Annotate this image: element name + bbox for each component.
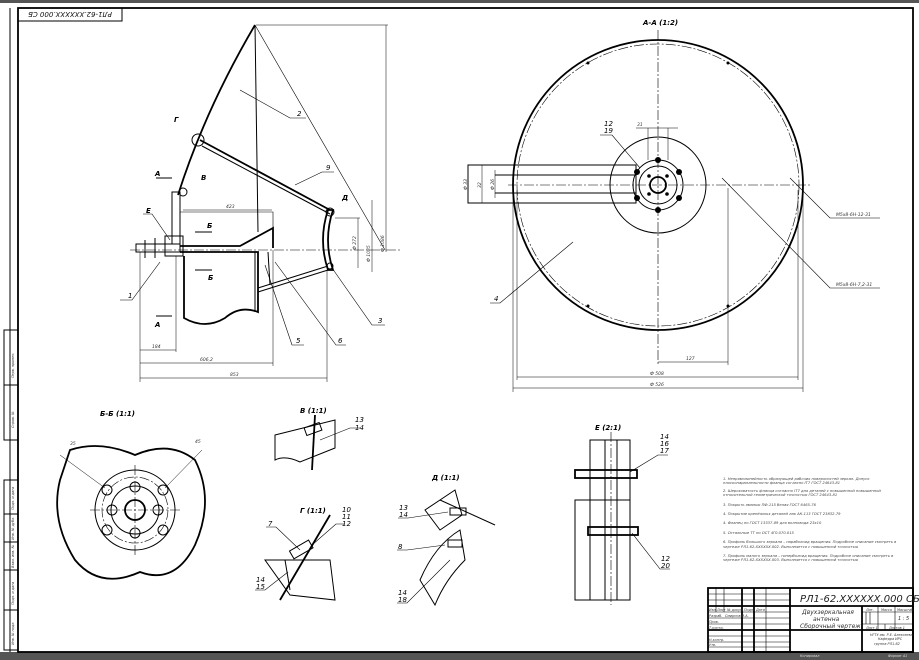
side-stamp: Перв. примен. Справ. № Подп. и дата Инв.… xyxy=(3,329,19,651)
svg-text:Б: Б xyxy=(207,222,212,230)
strut xyxy=(199,139,331,211)
section-a-a: А-А (1:2) Ф 33 32 Ф 26 31 Ф 508 Ф 526 xyxy=(463,19,880,392)
svg-text:Д (1:1): Д (1:1) xyxy=(431,474,460,482)
svg-text:12: 12 xyxy=(342,520,351,528)
svg-text:853: 853 xyxy=(230,372,239,378)
svg-text:2: 2 xyxy=(297,110,302,118)
svg-text:14: 14 xyxy=(398,589,407,597)
svg-text:А: А xyxy=(154,170,160,178)
svg-text:15: 15 xyxy=(256,583,265,591)
main-reflector-profile xyxy=(177,24,256,196)
svg-text:Ф 33: Ф 33 xyxy=(463,179,469,190)
svg-text:Взам. инв. №: Взам. инв. № xyxy=(11,545,15,568)
svg-text:4: 4 xyxy=(494,295,498,303)
note-item: 4. Покрытие крепёжных деталей лак АК-113… xyxy=(723,512,841,517)
note-item: 1. Непрямолинейность образующей рабочих … xyxy=(723,477,870,486)
svg-text:14: 14 xyxy=(256,576,265,584)
svg-text:М5х8-6Н-12-31: М5х8-6Н-12-31 xyxy=(836,212,871,218)
svg-text:Ф 272: Ф 272 xyxy=(352,236,358,250)
svg-text:12: 12 xyxy=(661,555,670,563)
svg-text:13: 13 xyxy=(399,504,408,512)
svg-text:Ф 1086: Ф 1086 xyxy=(380,235,386,252)
svg-text:127: 127 xyxy=(686,356,695,362)
svg-text:14: 14 xyxy=(660,433,669,441)
svg-text:18: 18 xyxy=(398,596,407,604)
svg-text:Ф 1085: Ф 1085 xyxy=(366,245,372,262)
svg-text:Ф 26: Ф 26 xyxy=(490,179,496,190)
svg-text:19: 19 xyxy=(604,127,613,135)
svg-text:3: 3 xyxy=(378,317,382,325)
svg-text:Инв. № дубл.: Инв. № дубл. xyxy=(11,517,15,540)
svg-text:Е: Е xyxy=(146,207,151,215)
svg-text:12: 12 xyxy=(604,120,613,128)
svg-text:606,2: 606,2 xyxy=(200,357,213,363)
note-item: 5. Остальные ТТ по ОСТ 4Г0.070.015 xyxy=(723,530,794,535)
svg-text:6: 6 xyxy=(338,337,343,345)
svg-text:9: 9 xyxy=(326,164,331,172)
svg-text:31: 31 xyxy=(637,122,643,128)
svg-text:423: 423 xyxy=(226,204,235,210)
svg-text:Г (1:1): Г (1:1) xyxy=(300,507,326,515)
svg-text:8: 8 xyxy=(398,543,403,551)
main-view: 184 606,2 853 423 Ф 272 Ф 1085 Ф 1086 1 … xyxy=(120,24,400,382)
svg-text:В (1:1): В (1:1) xyxy=(300,407,327,415)
svg-text:45: 45 xyxy=(195,439,201,445)
svg-text:Перв. примен.: Перв. примен. xyxy=(11,353,15,378)
sub-reflector xyxy=(322,209,335,271)
svg-text:Д: Д xyxy=(341,194,348,202)
svg-text:Инв. № подл.: Инв. № подл. xyxy=(11,622,15,645)
technical-notes: 1. Непрямолинейность образующей рабочих … xyxy=(723,477,898,563)
svg-text:Е (2:1): Е (2:1) xyxy=(595,424,621,432)
svg-text:1: 1 xyxy=(128,292,132,300)
note-item: 4. Фланец по ГОСТ 13337-89 для волновода… xyxy=(723,521,822,526)
svg-text:13: 13 xyxy=(355,416,364,424)
svg-text:5: 5 xyxy=(296,337,301,345)
svg-text:В: В xyxy=(201,174,206,182)
svg-text:М5х8-6Н-7,2-31: М5х8-6Н-7,2-31 xyxy=(836,282,872,288)
svg-text:Подп. и дата: Подп. и дата xyxy=(11,487,15,510)
svg-text:Б-Б (1:1): Б-Б (1:1) xyxy=(100,410,135,418)
svg-text:17: 17 xyxy=(660,447,669,455)
note-item: 3. Покрыть эмалью ПФ-115 белая ГОСТ 6465… xyxy=(723,502,816,507)
svg-text:А: А xyxy=(154,321,160,329)
svg-text:Справ. №: Справ. № xyxy=(11,411,15,428)
svg-text:Б: Б xyxy=(208,274,213,282)
view-g: Г (1:1) 7 10 11 12 14 15 xyxy=(255,506,351,601)
svg-text:20: 20 xyxy=(661,562,670,570)
section-b-b: Б-Б (1:1) 35 45 xyxy=(56,410,206,580)
svg-text:Ф 508: Ф 508 xyxy=(650,371,664,377)
view-v: В (1:1) 13 14 xyxy=(274,407,364,471)
svg-text:А-А (1:2): А-А (1:2) xyxy=(642,19,678,27)
svg-text:РЛ1-62.XXXXXX.000 СБ: РЛ1-62.XXXXXX.000 СБ xyxy=(28,10,112,18)
top-stamp: РЛ1-62.XXXXXX.000 СБ xyxy=(17,7,123,22)
svg-text:Подп. и дата: Подп. и дата xyxy=(11,582,15,605)
svg-text:14: 14 xyxy=(399,511,408,519)
note-item: 7. Профиль малого зеркала – гиперболоид … xyxy=(723,554,894,563)
svg-text:32: 32 xyxy=(477,182,483,188)
svg-text:Ф 526: Ф 526 xyxy=(650,382,664,388)
note-item: 6. Профиль большого зеркала – параболоид… xyxy=(723,540,897,549)
svg-text:11: 11 xyxy=(342,513,351,521)
svg-text:16: 16 xyxy=(660,440,669,448)
note-item: 2. Шероховатость фланца согласно IT7 для… xyxy=(723,488,881,498)
svg-text:184: 184 xyxy=(152,344,161,350)
svg-text:10: 10 xyxy=(342,506,351,514)
view-d: Д (1:1) 13 14 8 14 18 xyxy=(397,474,496,607)
view-e: Е (2:1) 14 16 17 12 20 xyxy=(574,424,670,605)
svg-text:7: 7 xyxy=(268,520,273,528)
svg-text:35: 35 xyxy=(70,441,76,447)
svg-text:14: 14 xyxy=(355,424,364,432)
svg-text:Г: Г xyxy=(174,116,179,124)
